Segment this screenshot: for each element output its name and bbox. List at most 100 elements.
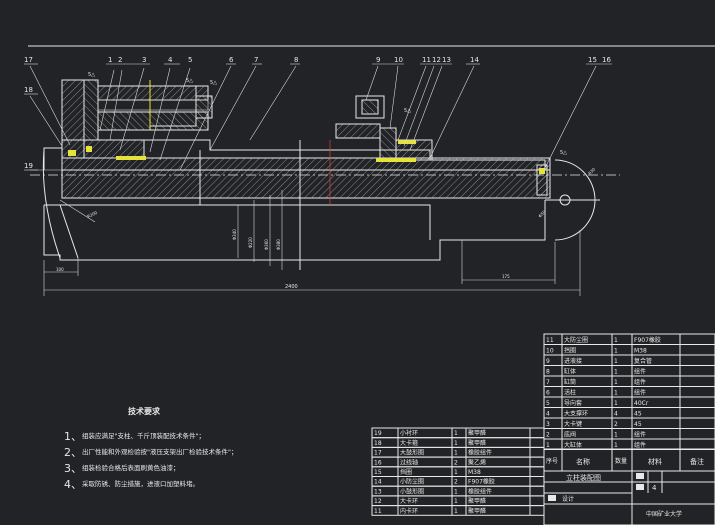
tech-item-1-num: 1、 — [64, 430, 82, 443]
header-mat: 材料 — [648, 457, 662, 466]
callout-14: 14 — [470, 56, 479, 64]
dim-dia-1: Φ340 — [232, 229, 237, 240]
bom-left-cell-qty: 1 — [454, 508, 458, 515]
bom-left-cell-mat: 聚甲醛 — [468, 439, 486, 447]
bom-right-cell-mat: 复合管 — [634, 357, 652, 365]
cylinder-body — [42, 139, 600, 261]
bom-right-cell-mat: 45 — [634, 411, 642, 418]
bom-right-cell-no: 2 — [546, 432, 550, 439]
dim-overall: 2400 — [285, 284, 298, 290]
bom-left-cell-mat: F907橡胶 — [468, 478, 495, 486]
bom-left-cell-qty: 1 — [454, 440, 458, 447]
bom-left-cell-no: 13 — [374, 488, 382, 495]
tech-item-3-text: 组装检验合格后表面刷黄色油漆； — [82, 463, 180, 472]
bom-right-cell-mat: 组件 — [634, 431, 646, 439]
callout-15: 15 — [588, 56, 597, 64]
bom-right-cell-qty: 1 — [614, 432, 618, 439]
bom-right-cell-qty: 1 — [614, 379, 618, 386]
header-no: 序号 — [546, 457, 558, 465]
bom-left-cell-mat: M38 — [468, 469, 481, 476]
bom-right-row: 2 底阀 1 组件 — [543, 428, 715, 440]
tech-item-3-num: 3、 — [64, 462, 82, 475]
callout-11: 11 — [422, 56, 431, 64]
callout-numbers: 17 18 19 1 2 3 4 5 6 7 8 9 10 11 12 13 1… — [24, 56, 611, 170]
bom-left-cell-mat: 橡胶组件 — [468, 487, 492, 495]
bom-left-cell-no: 16 — [374, 459, 382, 466]
bom-left-cell-name: 大卡箍 — [400, 439, 418, 447]
bom-right-cell-name: 缸体 — [564, 368, 576, 376]
dim-radius: R200 — [86, 210, 98, 219]
bom-right-cell-no: 7 — [546, 379, 550, 386]
bom-left-cell-name: 小鼓形圈 — [400, 487, 424, 495]
roughness-3: 5△ — [210, 80, 217, 86]
callout-6: 6 — [229, 56, 234, 64]
bom-right-cell-qty: 1 — [614, 348, 618, 355]
bom-right-cell-no: 1 — [546, 442, 550, 449]
bom-right-cell-qty: 1 — [614, 400, 618, 407]
bom-right-cell-no: 10 — [546, 348, 554, 355]
bom-right-cell-no: 4 — [546, 411, 550, 418]
drawing-title: 立柱装配图 — [566, 473, 601, 482]
tech-item-1-text: 组装应满足"支柱、千斤顶装配技术条件"； — [82, 431, 205, 440]
bom-right-cell-no: 3 — [546, 421, 550, 428]
bom-right-cell-no: 9 — [546, 358, 550, 365]
callout-7: 7 — [254, 56, 258, 64]
bom-right-cell-name: 底阀 — [564, 431, 576, 439]
roughness-symbols: 5△ 5△ 5△ 5△ 5△ — [88, 72, 567, 156]
bom-left-cell-mat: 聚乙烯 — [468, 458, 486, 466]
dim-small-1: Φ50 — [537, 209, 547, 219]
bom-right-cell-qty: 1 — [614, 390, 618, 397]
callout-16: 16 — [602, 56, 611, 64]
bom-right-cell-no: 5 — [546, 400, 550, 407]
bom-right-cell-mat: F907橡胶 — [634, 336, 661, 344]
designer-label: 设计 — [562, 495, 574, 503]
bom-right-cell-name: 活柱 — [564, 389, 576, 397]
diameter-dimensions: Φ340 Φ220 Φ360 Φ380 — [232, 190, 283, 270]
bom-right-cell-qty: 4 — [614, 411, 618, 418]
bom-left-cell-name: 小防尘圈 — [400, 478, 424, 486]
bom-right-cell-no: 6 — [546, 390, 550, 397]
tech-item-2-text: 出厂性能和外观检验按"液压支架出厂检验技术条件"； — [82, 447, 237, 456]
callout-9: 9 — [376, 56, 380, 64]
dim-right-length: 175 — [502, 274, 510, 279]
callout-1: 1 — [108, 56, 112, 64]
tech-item-2-num: 2、 — [64, 446, 82, 459]
bom-left-cell-no: 19 — [374, 430, 382, 437]
bom-right-cell-no: 8 — [546, 369, 550, 376]
dim-dia-2: Φ220 — [248, 237, 253, 248]
bom-left-cell-name: 小衬环 — [400, 429, 418, 437]
bom-left-cell-qty: 1 — [454, 469, 458, 476]
title-block: 立柱装配图 4 设计 中国矿业大学 — [543, 470, 715, 525]
bom-left-cell-no: 14 — [374, 479, 382, 486]
callout-13: 13 — [442, 56, 451, 64]
bom-right-cell-mat: 组件 — [634, 389, 646, 397]
bom-right-cell-name: 大支撑环 — [564, 410, 588, 418]
tech-item-4-num: 4、 — [64, 478, 82, 491]
callout-10: 10 — [394, 56, 403, 64]
tech-item-4-text: 采取防锈、防尘措施，进液口加塑料堵。 — [82, 479, 199, 488]
school-name: 中国矿业大学 — [646, 510, 682, 518]
bom-right-cell-mat: M38 — [634, 348, 647, 355]
callout-17: 17 — [24, 56, 33, 64]
bom-left-cell-mat: 橡胶组件 — [468, 449, 492, 457]
bom-left-cell-name: 过线轴 — [400, 458, 418, 466]
bom-right-cell-mat: 组件 — [634, 378, 646, 386]
callout-3: 3 — [142, 56, 146, 64]
callout-2: 2 — [118, 56, 122, 64]
bom-left-cell-name: 大鼓形圈 — [400, 449, 424, 457]
bom-left-cell-name: 挡圈 — [400, 468, 412, 476]
